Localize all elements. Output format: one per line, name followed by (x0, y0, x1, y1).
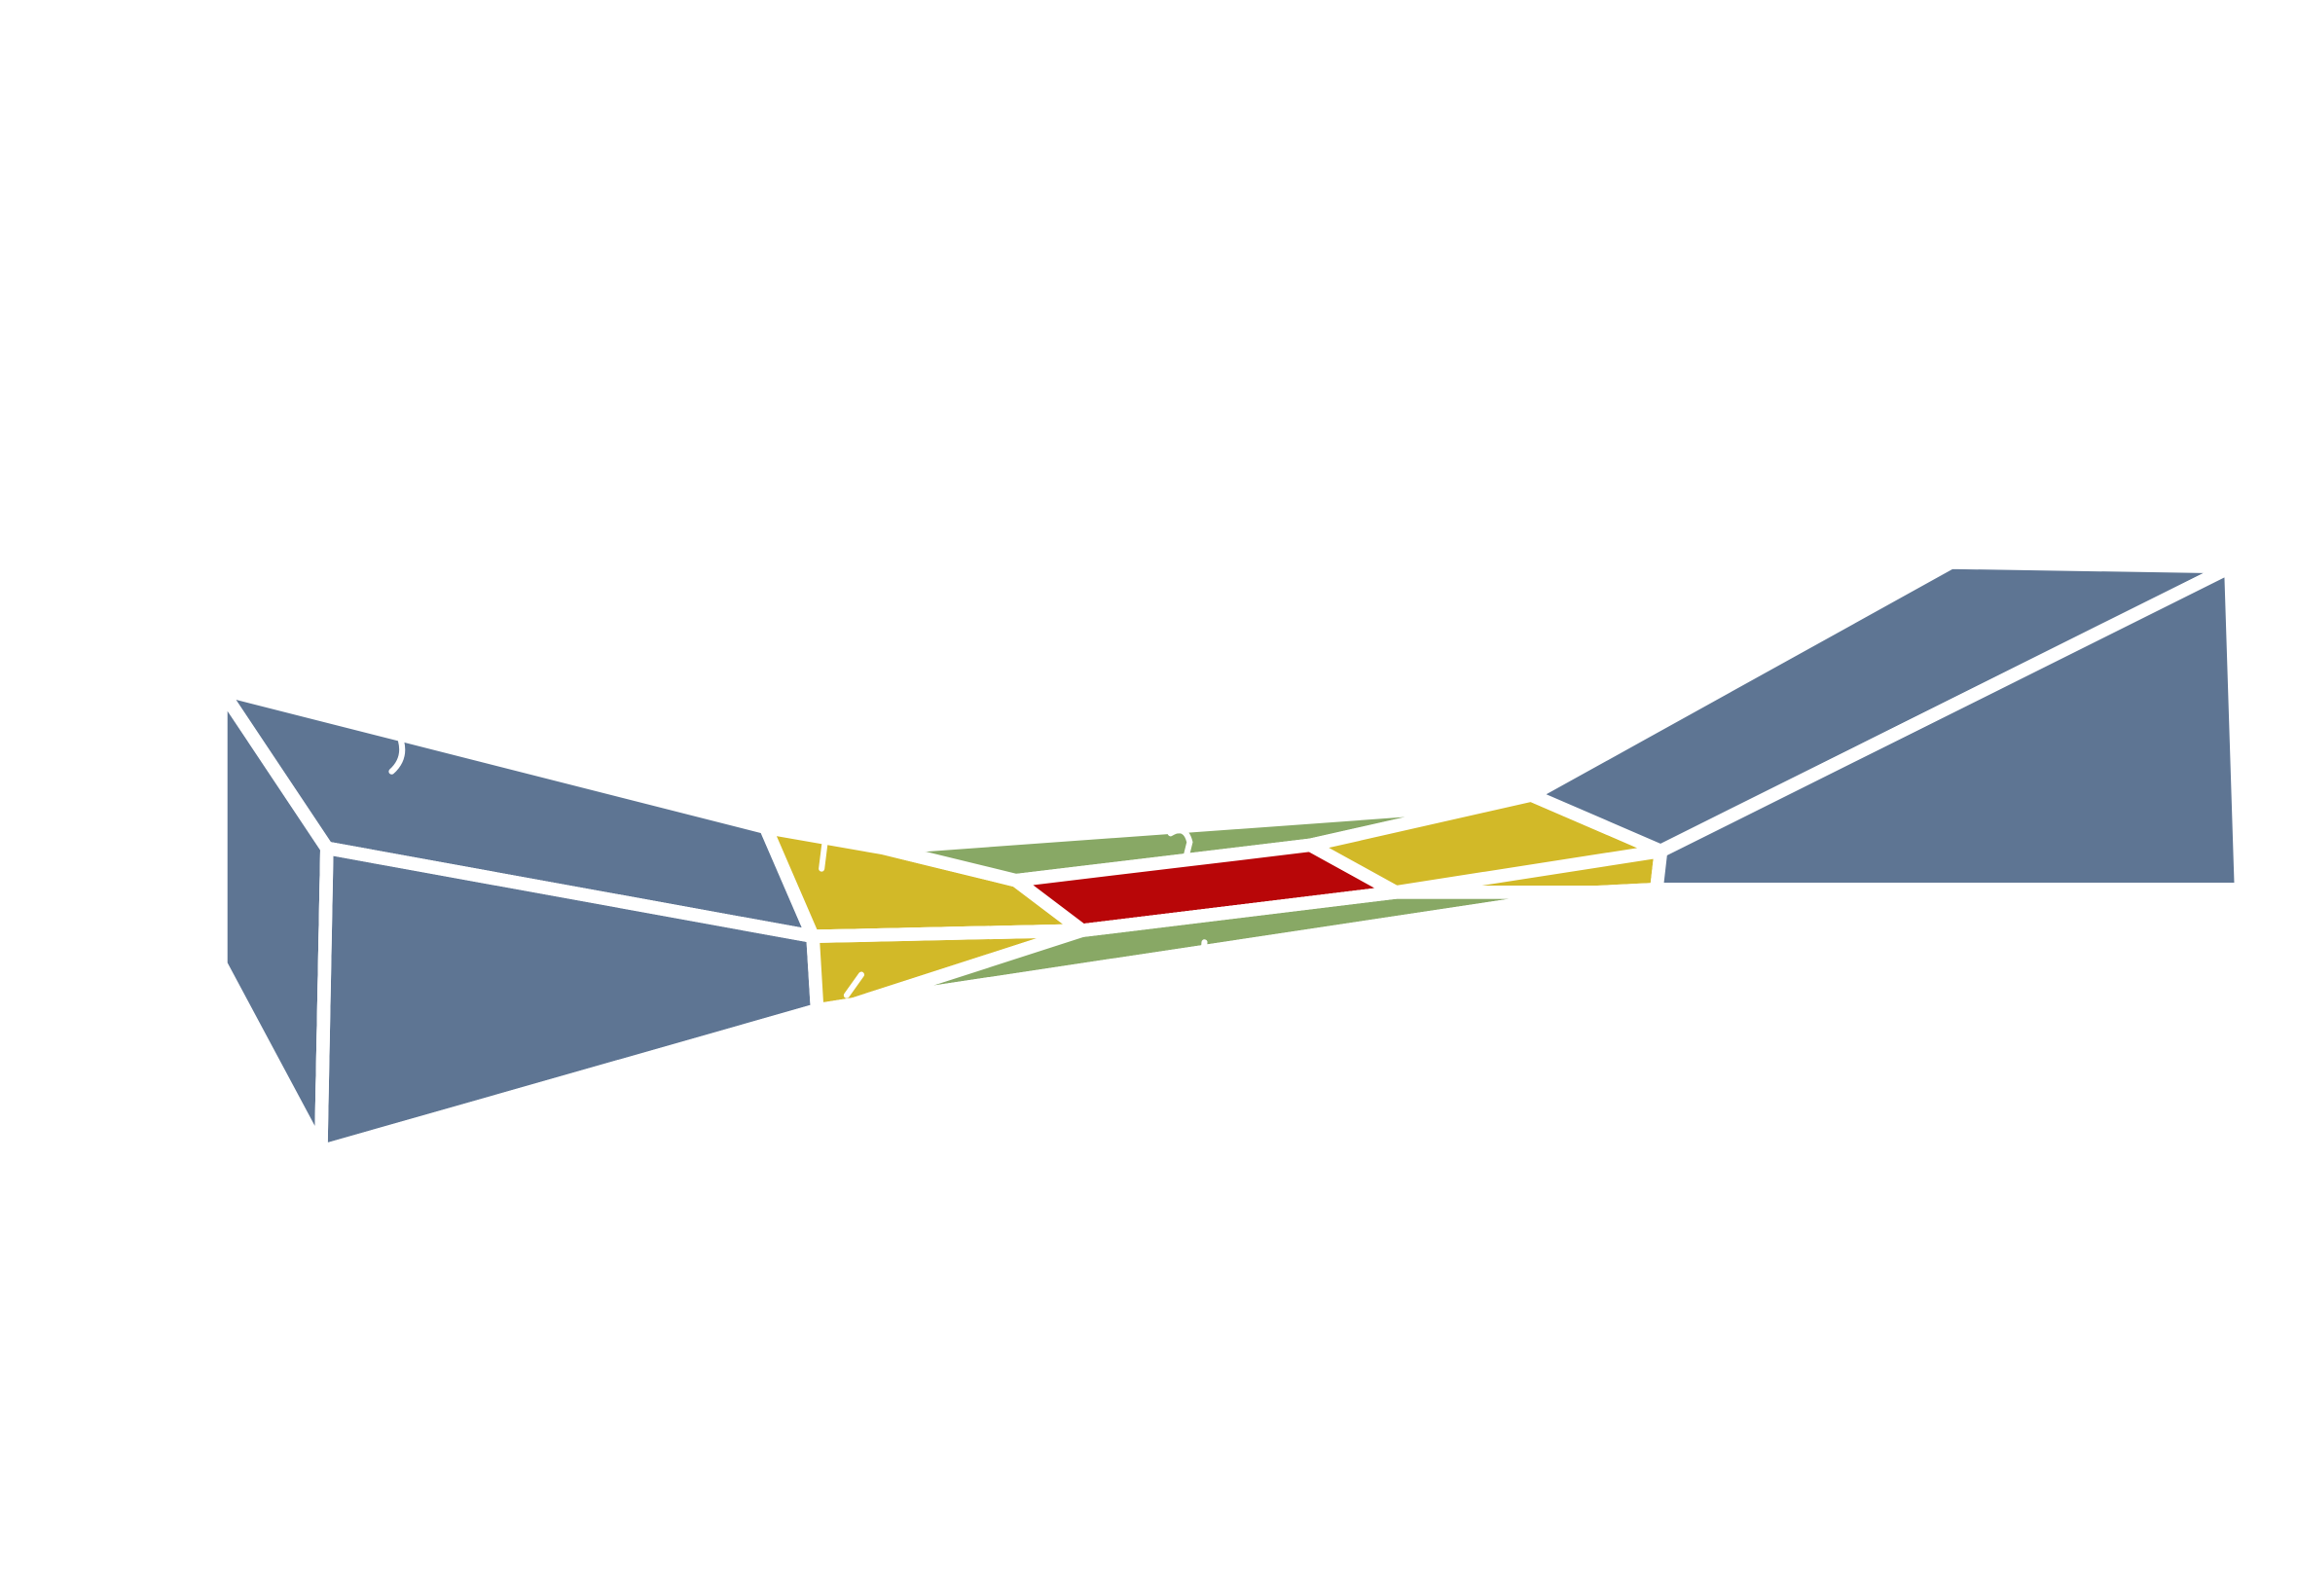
green-bottom-tick-mark (1199, 939, 1208, 963)
right-diagonal-edge (1654, 560, 2238, 858)
bottom-edge (313, 882, 2248, 1158)
center-top-edge (320, 841, 1668, 944)
green-top-tick-mark (1167, 827, 1193, 857)
sketch-marks (388, 736, 1208, 998)
outline-strokes (214, 560, 2248, 1158)
yellow-tick-mark (819, 842, 828, 872)
yellow-bottom-tick-mark (843, 971, 865, 998)
left-tick-mark (388, 736, 406, 775)
